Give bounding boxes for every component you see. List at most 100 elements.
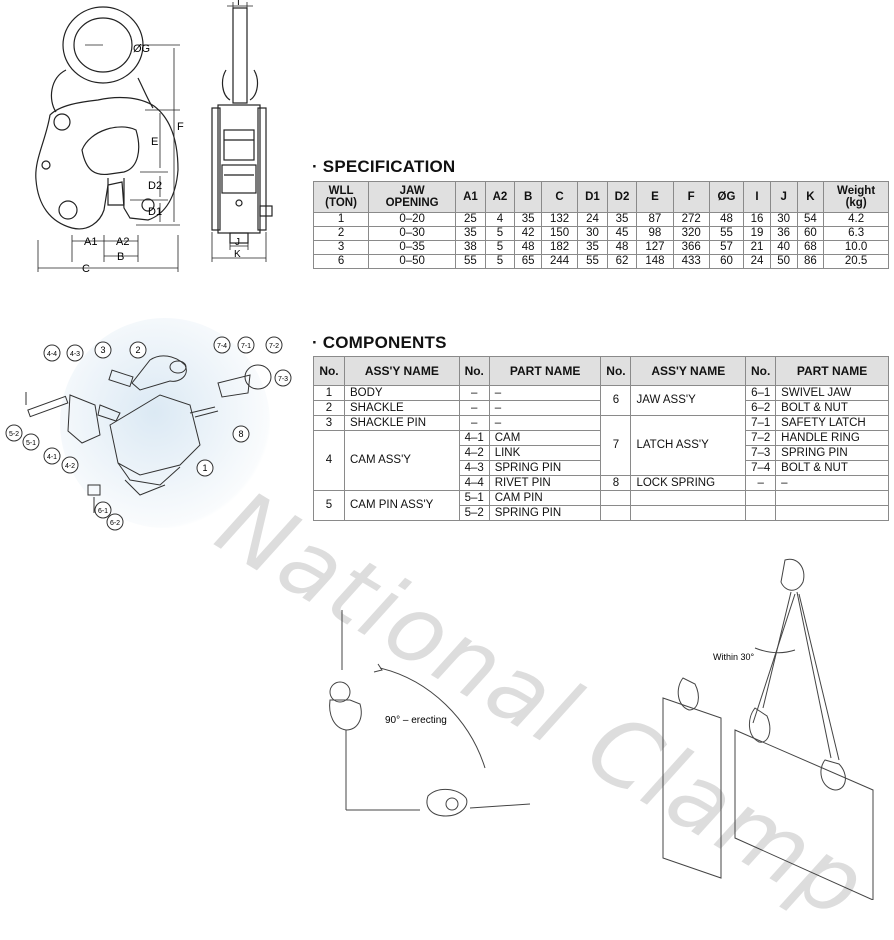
dim-g-label: ØG (133, 43, 150, 55)
assy-number: 5 (313, 490, 345, 521)
part-number: – (458, 415, 490, 431)
assy-number: 6 (600, 385, 632, 416)
spec-header-cell: F (672, 181, 710, 213)
part-number: 7–3 (745, 445, 777, 461)
spec-cell: 57 (708, 240, 745, 255)
spec-cell: 6.3 (823, 226, 889, 241)
spec-cell: 36 (769, 226, 798, 241)
spec-cell: 132 (540, 212, 579, 227)
components-header-cell: No. (600, 356, 632, 386)
part-number: 7–4 (745, 460, 777, 476)
angle-label: Within 30° (713, 652, 755, 662)
part-name: BOLT & NUT (775, 460, 889, 476)
part-name: – (488, 385, 602, 401)
spec-cell: 4 (484, 212, 516, 227)
spec-header-cell: D2 (606, 181, 638, 213)
spec-header-line2: OPENING (385, 197, 439, 209)
part-name: SWIVEL JAW (775, 385, 889, 401)
empty-cell (630, 505, 747, 521)
spec-cell: 16 (743, 212, 771, 227)
spec-header-line1: E (651, 191, 659, 203)
spec-cell: 148 (636, 254, 674, 269)
callout-circle (94, 501, 112, 519)
empty-cell (630, 490, 747, 506)
spec-cell: 3 (312, 240, 370, 255)
dim-b-label: B (117, 251, 124, 263)
part-name: SAFETY LATCH (775, 415, 889, 431)
assy-name: SHACKLE (343, 400, 460, 416)
spec-cell: 2 (312, 226, 370, 241)
spec-cell: 65 (514, 254, 542, 269)
callout-label: 8 (238, 429, 243, 439)
spec-cell: 55 (708, 226, 745, 241)
spec-header-line1: Weight (837, 185, 876, 197)
specification-title: · SPECIFICATION (312, 157, 456, 176)
spec-header-line1: ØG (717, 191, 736, 203)
callout-circle (5, 424, 23, 442)
spec-cell: 55 (577, 254, 608, 269)
spec-cell: 30 (769, 212, 798, 227)
spec-header-cell: I (743, 181, 771, 213)
spec-header-line1: I (755, 191, 759, 203)
assy-number: 1 (313, 385, 345, 401)
spec-cell: 62 (606, 254, 638, 269)
spec-header-cell: A1 (455, 181, 486, 213)
spec-cell: 0–35 (368, 240, 457, 255)
dim-j-label: J (235, 237, 240, 248)
part-number: 4–2 (458, 445, 490, 461)
dim-a2-label: A2 (116, 236, 129, 248)
callout-circle (129, 341, 147, 359)
dim-f-label: F (177, 121, 184, 133)
spec-header-line1: JAW (399, 185, 425, 197)
spec-header-line1: A2 (492, 191, 508, 203)
part-name: – (488, 400, 602, 416)
spec-cell: 272 (672, 212, 710, 227)
callout-label: 4-3 (70, 351, 80, 358)
spec-cell: 48 (514, 240, 542, 255)
watermark-logo-disc (60, 318, 270, 528)
components-header-cell: PART NAME (488, 356, 602, 386)
spec-cell: 4.2 (823, 212, 889, 227)
spec-cell: 244 (540, 254, 579, 269)
part-name: HANDLE RING (775, 430, 889, 446)
spec-cell: 35 (606, 212, 638, 227)
part-number: 7–1 (745, 415, 777, 431)
spec-cell: 150 (540, 226, 579, 241)
dim-k-label: K (234, 249, 241, 260)
empty-cell (745, 505, 777, 521)
callout-circle (61, 456, 79, 474)
spec-header-line1: K (806, 191, 815, 203)
components-header-cell: ASS'Y NAME (343, 356, 460, 386)
callout-label: 4-1 (47, 454, 57, 461)
spec-cell: 0–50 (368, 254, 457, 269)
spec-cell: 433 (672, 254, 710, 269)
callout-label: 4-2 (65, 463, 75, 470)
part-number: 4–3 (458, 460, 490, 476)
part-name: LINK (488, 445, 602, 461)
part-number: – (745, 475, 777, 491)
callout-circle (106, 513, 124, 531)
assy-number: 3 (313, 415, 345, 431)
callout-circle (213, 336, 231, 354)
assy-name: CAM ASS'Y (343, 430, 460, 491)
spec-header-cell: E (636, 181, 674, 213)
callout-label: 2 (135, 345, 140, 355)
spec-header-line1: J (780, 191, 787, 203)
part-name: CAM PIN (488, 490, 602, 506)
part-number: 4–4 (458, 475, 490, 491)
spec-cell: 40 (769, 240, 798, 255)
spec-cell: 5 (484, 226, 516, 241)
spec-cell: 21 (743, 240, 771, 255)
part-name: BOLT & NUT (775, 400, 889, 416)
callout-label: 6-2 (110, 520, 120, 527)
assy-number: 2 (313, 400, 345, 416)
